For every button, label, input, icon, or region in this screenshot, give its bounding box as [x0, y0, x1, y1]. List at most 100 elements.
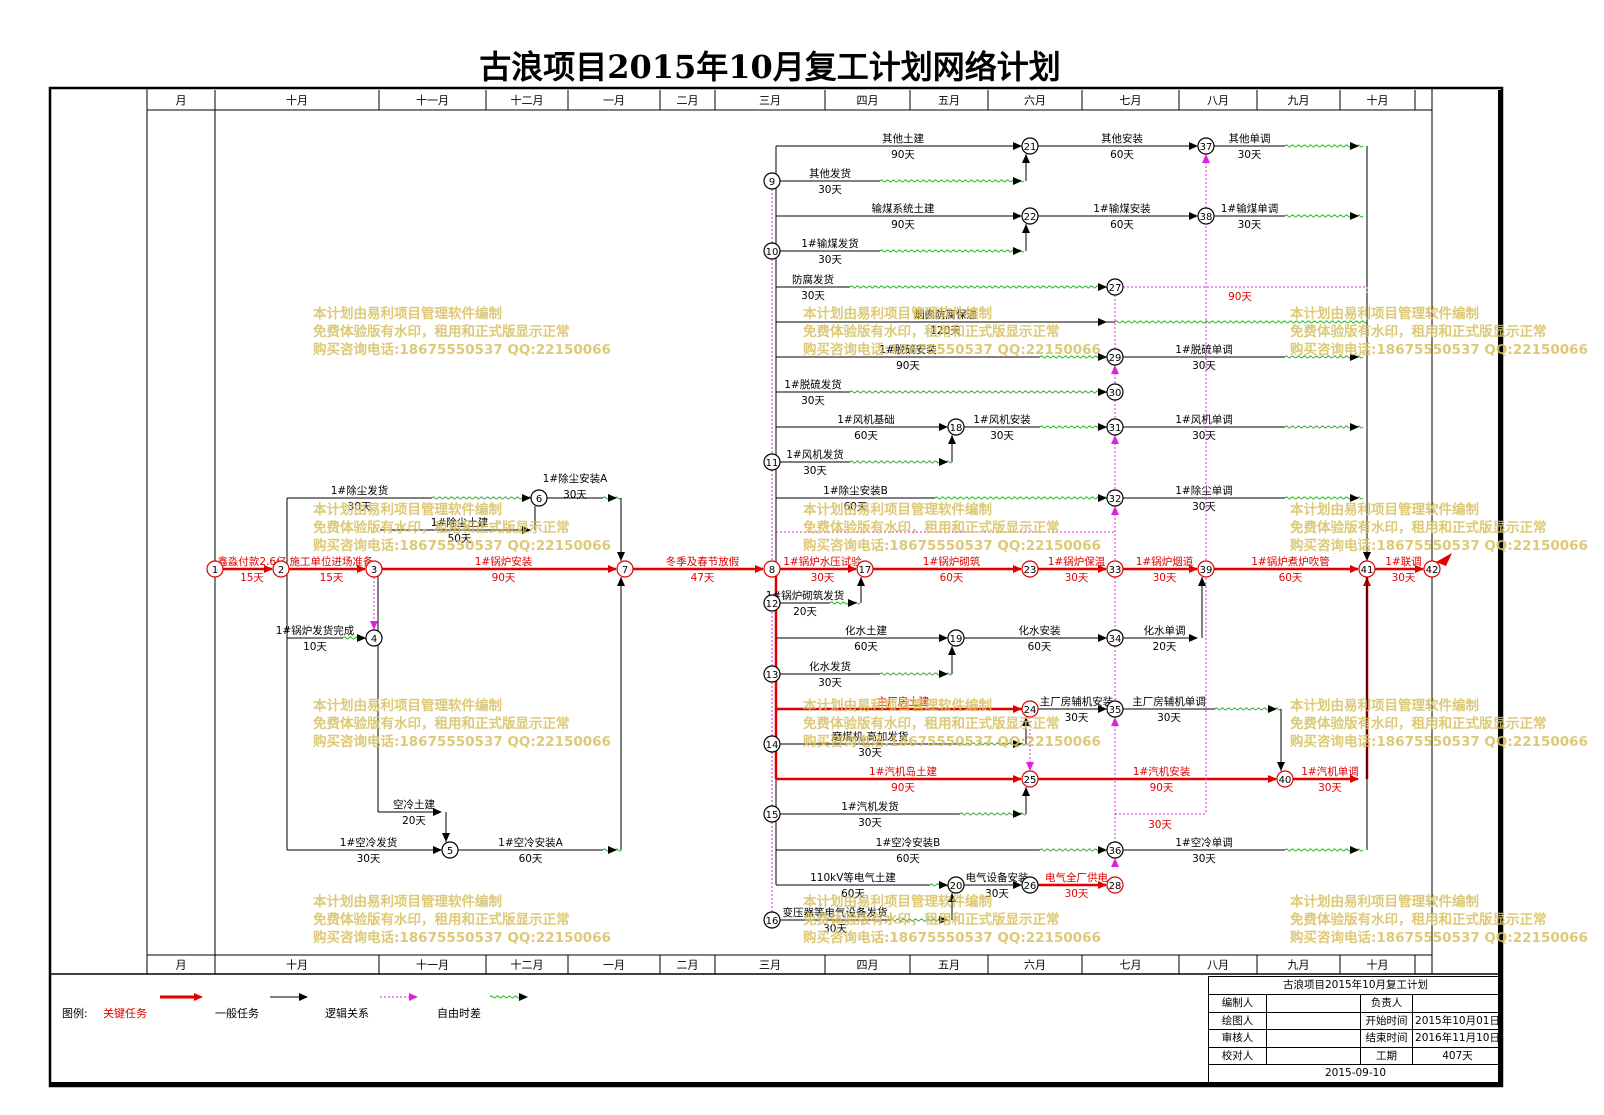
- task-duration: 30天: [1238, 219, 1262, 231]
- watermark-line: 免费体验版有水印，租用和正式版显示正常: [1290, 324, 1547, 340]
- task-label: 1#除尘单调: [1175, 484, 1232, 497]
- event-node-number: 19: [950, 634, 963, 645]
- task-duration: 30天: [1192, 360, 1216, 372]
- event-node-circle: [763, 911, 781, 929]
- event-node-circle: [947, 876, 965, 894]
- task-duration: 90天: [1150, 782, 1174, 794]
- watermark-line: 购买咨询电话:18675550537 QQ:22150066: [803, 930, 1101, 946]
- event-node: 15: [763, 805, 781, 823]
- task-label: 输煤系统土建: [872, 202, 935, 215]
- task-duration: 30天: [801, 290, 825, 302]
- title-block-cell: 407天: [1412, 1046, 1502, 1065]
- event-node-number: 20: [950, 881, 963, 892]
- task-label: 鑫淼付款2.6亿: [217, 555, 286, 568]
- task-label: 烟囱防腐保温: [914, 308, 977, 321]
- task-duration: 30天: [1065, 712, 1089, 724]
- arrow-head: [939, 916, 948, 924]
- title-block-cell: [1412, 994, 1502, 1012]
- arrow-head: [370, 621, 378, 630]
- finish-flag-icon: [1436, 553, 1452, 566]
- task-duration: 60天: [844, 501, 868, 513]
- legend-normal: 一般任务: [215, 1005, 259, 1021]
- month-top-month: 四月: [857, 94, 879, 107]
- arrow-head: [1098, 705, 1107, 713]
- event-node-circle: [763, 594, 781, 612]
- watermark: 本计划由易利项目管理软件编制免费体验版有水印，租用和正式版显示正常购买咨询电话:…: [803, 893, 1101, 947]
- month-bottom-month: 十月: [286, 958, 308, 972]
- event-node: 42: [1423, 560, 1441, 578]
- free-float-line: [849, 460, 953, 464]
- task-label: 其他安装: [1101, 132, 1143, 145]
- free-float-line: [879, 249, 1025, 253]
- event-node-circle: [763, 735, 781, 753]
- arrow-head: [1013, 177, 1022, 185]
- month-bottom-label: 月: [176, 959, 187, 972]
- task-label: 磨煤机,高加发货: [832, 730, 909, 743]
- event-node-number: 25: [1024, 775, 1037, 786]
- event-node: 31: [1106, 418, 1124, 436]
- task-label: 1#锅炉烟道: [1136, 555, 1194, 568]
- event-node-number: 13: [766, 670, 779, 681]
- event-node: 40: [1276, 770, 1294, 788]
- month-header-top: 月十月十一月十二月一月二月三月四月五月六月七月八月九月十月: [176, 90, 1416, 110]
- task-label: 其他单调: [1229, 132, 1271, 145]
- arrow-head: [848, 599, 857, 607]
- arrow-head: [519, 993, 528, 1001]
- task-duration: 15天: [320, 572, 344, 584]
- legend-critical: 关键任务: [103, 1005, 147, 1021]
- title-block-cell: 结束时间: [1360, 1029, 1412, 1047]
- arrow-head: [1098, 353, 1107, 361]
- arrow-head: [1013, 247, 1022, 255]
- task-duration: 90天: [492, 572, 516, 584]
- arrow-head: [1189, 142, 1198, 150]
- task-label: 1#联调: [1385, 556, 1421, 568]
- task-label: 1#除尘发货: [331, 484, 388, 497]
- title-block-cell: 2016年11月10日: [1412, 1029, 1502, 1047]
- event-node: 8: [763, 560, 781, 578]
- arrow-head: [1022, 224, 1030, 233]
- task-label: 1#风机单调: [1175, 413, 1232, 426]
- event-node-circle: [365, 629, 383, 647]
- title-block-cell: 工期: [1360, 1046, 1412, 1065]
- task-duration: 30天: [1192, 430, 1216, 442]
- arrow-head: [755, 565, 764, 573]
- watermark: 本计划由易利项目管理软件编制免费体验版有水印，租用和正式版显示正常购买咨询电话:…: [1290, 893, 1588, 947]
- watermark-line: 购买咨询电话:18675550537 QQ:22150066: [1290, 930, 1588, 946]
- event-node: 14: [763, 735, 781, 753]
- arrow-head: [1350, 565, 1359, 573]
- task-label: 其他发货: [809, 167, 851, 180]
- arrow-head: [194, 993, 203, 1001]
- event-node-circle: [1197, 560, 1215, 578]
- month-bottom-month: 十二月: [511, 958, 544, 972]
- month-bottom-month: 十月: [1367, 958, 1389, 972]
- event-node: 1: [206, 560, 224, 578]
- task-label: 1#锅炉保温: [1048, 555, 1106, 568]
- task-duration: 30天: [1065, 572, 1089, 584]
- event-node-circle: [1106, 383, 1124, 401]
- watermark: 本计划由易利项目管理软件编制免费体验版有水印，租用和正式版显示正常购买咨询电话:…: [803, 305, 1101, 359]
- arrow-head: [1268, 705, 1277, 713]
- task-label: 1#锅炉煮炉吹管: [1251, 555, 1329, 568]
- event-node-circle: [1021, 700, 1039, 718]
- event-node: 2: [272, 560, 290, 578]
- arrow-head: [357, 565, 366, 573]
- month-bottom-month: 十一月: [416, 958, 449, 972]
- task-duration: 30天: [1238, 149, 1262, 161]
- legend-logic-label: 逻辑关系: [325, 1007, 369, 1020]
- free-float-line: [934, 496, 1110, 500]
- month-bottom-month: 九月: [1288, 959, 1310, 972]
- event-node: 5: [441, 841, 459, 859]
- event-node-number: 14: [766, 740, 779, 751]
- task-duration: 30天: [985, 888, 1009, 900]
- event-node-circle: [1197, 207, 1215, 225]
- arrow-head: [608, 565, 617, 573]
- event-node-circle: [763, 453, 781, 471]
- event-node: 39: [1197, 560, 1215, 578]
- event-node-circle: [1021, 207, 1039, 225]
- month-bottom-month: 四月: [857, 959, 879, 972]
- title-block-cell: 古浪项目2015年10月复工计划: [1208, 976, 1502, 994]
- event-node: 20: [947, 876, 965, 894]
- event-node-circle: [1197, 137, 1215, 155]
- arrow-head: [1098, 283, 1107, 291]
- arrow-head: [1189, 565, 1198, 573]
